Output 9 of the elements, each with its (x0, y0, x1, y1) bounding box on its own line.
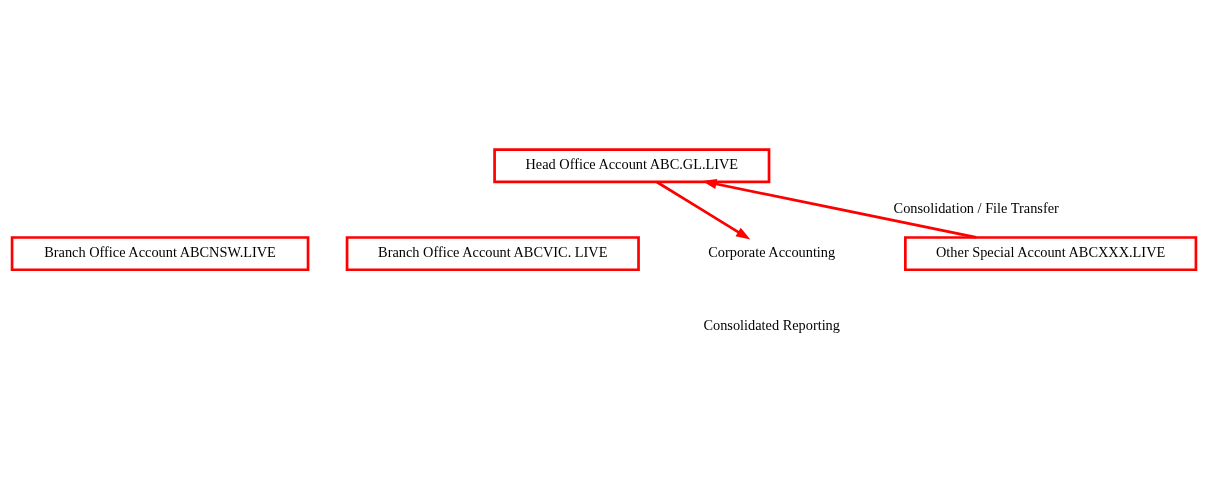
edge-label: Consolidation / File Transfer (893, 199, 1059, 216)
node-text: Corporate Accounting (708, 243, 836, 260)
arrow (656, 180, 751, 240)
label: Consolidated Reporting (703, 316, 840, 333)
node-box: Branch Office Account ABCVIC. LIVE (345, 235, 640, 271)
node-box: Branch Office Account ABCNSW.LIVE (10, 235, 310, 271)
node-box: Head Office Account ABC.GL.LIVE (493, 147, 771, 183)
arrow (702, 178, 977, 239)
node-box: Other Special Account ABCXXX.LIVE (904, 235, 1198, 271)
